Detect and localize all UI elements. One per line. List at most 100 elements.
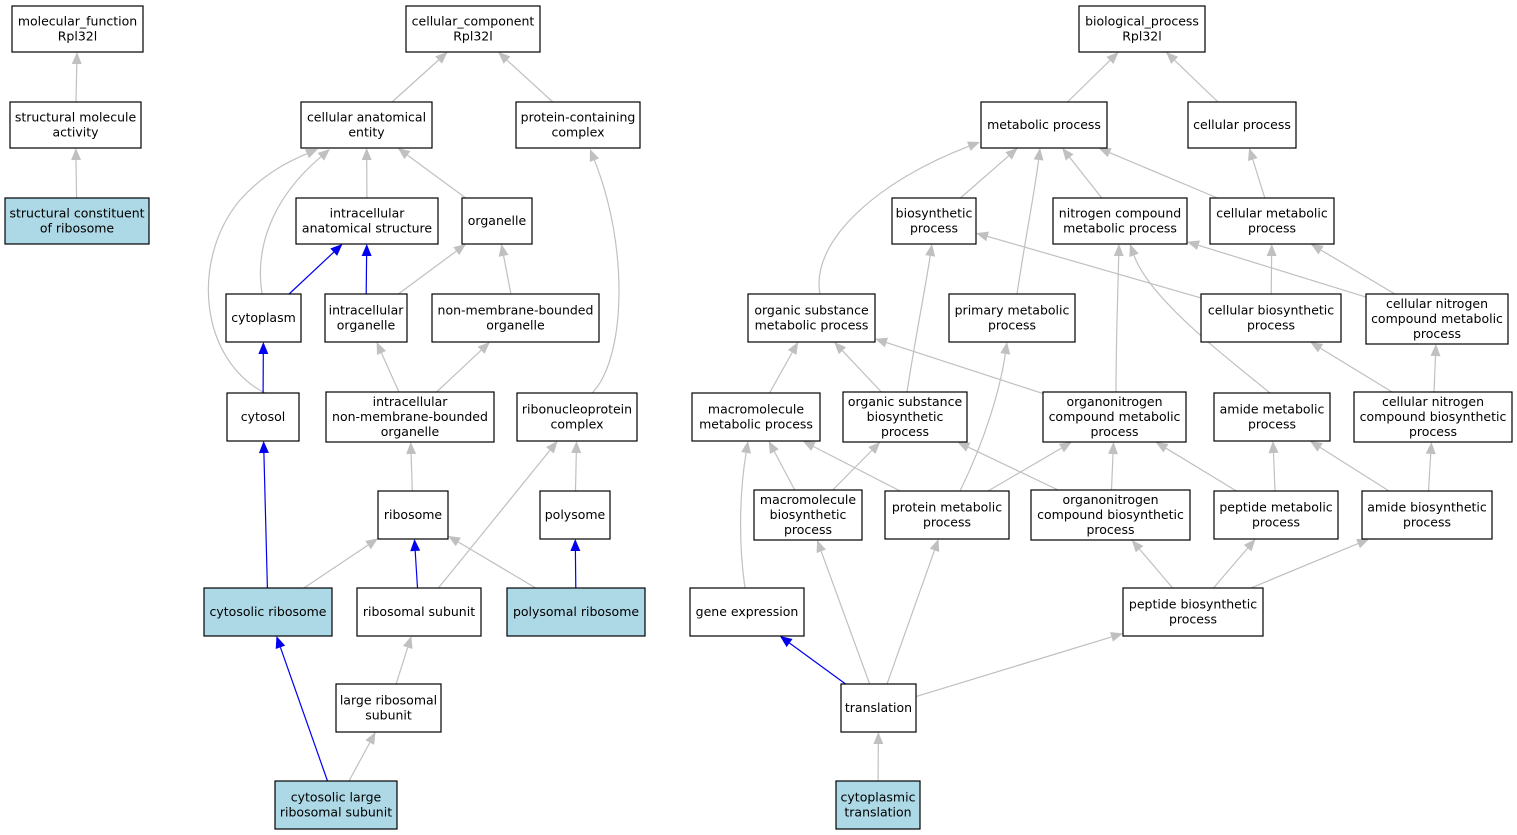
edge-arrowhead [498, 244, 509, 257]
edge-line [1016, 159, 1040, 295]
term-label-line: polysomal ribosome [513, 604, 639, 619]
term-label-line: cellular anatomical [307, 110, 426, 125]
term-label-line: cellular process [1193, 117, 1291, 132]
edge-arrowhead [477, 342, 490, 354]
edge-line [987, 235, 1202, 299]
term-label-line: organic substance [848, 394, 963, 409]
term-label-line: Rpl32l [1122, 29, 1161, 44]
edge-arrowhead [1113, 244, 1124, 257]
term-box [1030, 489, 1191, 541]
edge-polysome-to-ribonucleoprotein-complex [571, 441, 582, 492]
edge-metabolic-process-to-bp-root [1067, 52, 1119, 103]
edge-arrowhead [1058, 442, 1072, 453]
edge-organic-substance-metabolic-process-to-metabolic-process [818, 141, 980, 295]
term-box [377, 490, 449, 540]
edge-nitrogen-compound-metabolic-process-to-metabolic-process [1062, 148, 1103, 199]
edge-line [1198, 244, 1367, 298]
term-label-line: process [1403, 515, 1451, 530]
term-box [539, 490, 611, 540]
term-label-line: structural constituent [9, 206, 144, 221]
term-box [980, 101, 1108, 149]
term-label-line: polysome [545, 507, 606, 522]
edge-line [1067, 59, 1111, 103]
term-label-line: cytosolic ribosome [210, 604, 327, 619]
term-node-organelle: organelle [461, 197, 533, 245]
edge-cellular-nitrogen-compound-metabolic-process-to-cellular-metabolic-process [1310, 244, 1396, 295]
edge-line [987, 447, 1062, 492]
edge-line [75, 159, 78, 199]
term-label-line: ribosome [384, 507, 443, 522]
edge-primary-metabolic-process-to-metabolic-process [1016, 148, 1044, 295]
term-box [1353, 391, 1513, 443]
edge-arrowhead [1430, 344, 1441, 357]
edge-organonitrogen-compound-biosynthetic-process-to-organic-substance-biosynthetic-process [957, 442, 1059, 491]
edge-line [768, 352, 793, 394]
term-label-line: organelle [381, 424, 440, 439]
edge-line [915, 636, 1112, 698]
term-label-line: of ribosome [40, 221, 115, 236]
term-box [225, 293, 302, 343]
edge-arrowhead [435, 52, 448, 64]
edge-translation-to-peptide-biosynthetic-process [915, 632, 1123, 698]
edge-arrowhead [361, 148, 372, 161]
edge-protein-metabolic-process-to-organonitrogen-compound-metabolic-process [987, 442, 1072, 492]
edge-arrowhead [330, 244, 343, 256]
edge-arrowhead [1268, 441, 1279, 454]
edge-line [436, 349, 482, 393]
term-label-line: process [1252, 515, 1300, 530]
term-label-line: process [881, 424, 929, 439]
term-label-line: metabolic process [755, 318, 869, 333]
term-box [506, 587, 646, 637]
term-label-line: organelle [468, 213, 527, 228]
edge-translation-to-macromolecule-biosynthetic-process [816, 540, 871, 685]
term-label-line: biosynthetic [770, 507, 847, 522]
edge-line [959, 353, 1006, 492]
term-label-line: structural molecule [15, 110, 137, 125]
edge-line [279, 647, 329, 782]
edge-macromolecule-biosynthetic-process-to-organic-substance-biosynthetic-process [832, 442, 881, 491]
edge-arrowhead [873, 732, 884, 745]
edge-line [1250, 543, 1359, 589]
edge-line [407, 154, 467, 199]
edge-polysomal-ribosome-to-polysome [570, 539, 581, 589]
term-label-line: biosynthetic [867, 409, 944, 424]
term-box [1213, 490, 1339, 540]
term-box [1365, 293, 1509, 345]
term-label-line: cytosol [241, 409, 285, 424]
edge-cellular-nitrogen-compound-metabolic-process-to-nitrogen-compound-metabolic-process [1187, 240, 1367, 298]
edge-cytosolic-ribosome-to-cytosol [258, 441, 269, 589]
edge-line [1320, 249, 1396, 295]
edge-organonitrogen-compound-metabolic-process-to-nitrogen-compound-metabolic-process [1113, 244, 1124, 393]
edge-arrowhead [453, 244, 466, 256]
edge-arrowhead [925, 244, 936, 257]
edge-arrowhead [741, 441, 752, 454]
edge-arrowhead [1425, 442, 1436, 455]
edge-organic-substance-biosynthetic-process-to-biosynthetic-process [906, 244, 936, 393]
term-label-line: cellular_component [412, 14, 535, 29]
edge-arrowhead [1107, 442, 1118, 455]
edge-arrowhead [1243, 539, 1256, 552]
edge-organelle-to-cellular-anatomical-entity [397, 148, 467, 199]
edge-polysomal-ribosome-to-ribosome [448, 535, 537, 589]
edge-line [75, 63, 78, 103]
edge-arrowhead [929, 539, 940, 552]
term-label-line: primary metabolic [955, 303, 1070, 318]
edge-macromolecule-biosynthetic-process-to-macromolecule-metabolic-process [768, 441, 796, 491]
edge-arrowhead [1247, 148, 1258, 161]
term-box [842, 391, 968, 443]
term-label-line: compound metabolic [1371, 311, 1503, 326]
edge-layer [71, 52, 1441, 782]
edge-intracellular-anatomical-structure-to-cellular-anatomical-entity [361, 148, 372, 199]
term-box [300, 101, 433, 149]
edge-intracellular-organelle-to-intracellular-anatomical-structure [361, 244, 372, 295]
edge-ribosome-to-intracellular-nmb-organelle [406, 442, 417, 492]
term-label-line: peptide biosynthetic [1129, 597, 1257, 612]
term-label-line: cellular nitrogen [1382, 394, 1484, 409]
